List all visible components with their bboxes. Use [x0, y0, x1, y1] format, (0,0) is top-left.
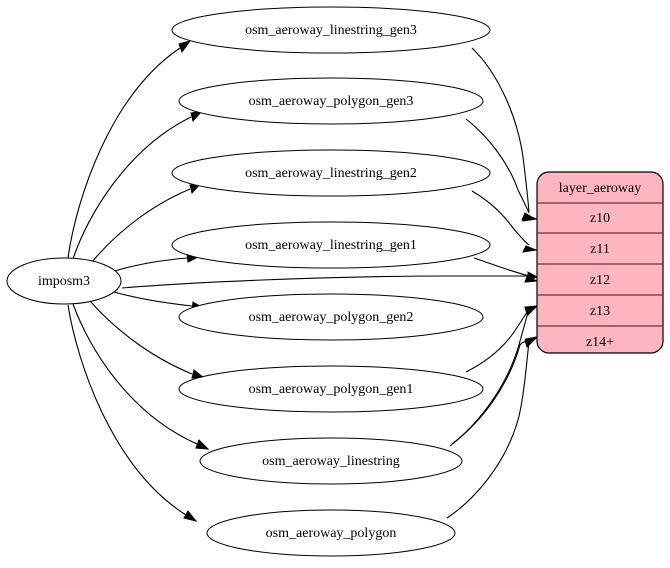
- node-ellipse[interactable]: [178, 365, 484, 413]
- node-label: osm_aeroway_polygon_gen3: [249, 94, 414, 109]
- node-imposm3[interactable]: imposm3: [6, 257, 122, 305]
- table-row-z13-label[interactable]: z13: [590, 304, 610, 319]
- node-osm-aeroway-linestring-gen1[interactable]: osm_aeroway_linestring_gen1: [171, 221, 491, 269]
- node-ellipse[interactable]: [206, 509, 456, 557]
- node-label: osm_aeroway_linestring_gen3: [245, 23, 417, 38]
- node-osm-aeroway-polygon-gen1[interactable]: osm_aeroway_polygon_gen1: [178, 365, 484, 413]
- node-ellipse[interactable]: [199, 437, 463, 485]
- table-header-label: layer_aeroway: [559, 181, 641, 196]
- edges-source-to-tables: [67, 40, 210, 522]
- node-ellipse[interactable]: [171, 6, 491, 54]
- node-label: osm_aeroway_linestring: [262, 454, 400, 469]
- node-osm-aeroway-polygon-gen2[interactable]: osm_aeroway_polygon_gen2: [178, 293, 484, 341]
- edge-polygon-gen2-to-z12: [121, 271, 539, 289]
- node-ellipse[interactable]: [178, 77, 484, 125]
- edge-linestring-extra-to-z14: [451, 336, 539, 445]
- table-row-z12-label[interactable]: z12: [590, 273, 610, 288]
- table-row-z14plus-label[interactable]: z14+: [586, 335, 614, 350]
- node-osm-aeroway-linestring-gen2[interactable]: osm_aeroway_linestring_gen2: [171, 149, 491, 197]
- imposm3-label: imposm3: [38, 274, 90, 289]
- edge-imposm3-to-polygon-gen3: [72, 110, 204, 260]
- node-label: osm_aeroway_polygon: [266, 526, 397, 541]
- imposm3-ellipse[interactable]: [6, 257, 122, 305]
- node-ellipse[interactable]: [178, 293, 484, 341]
- node-label: osm_aeroway_polygon_gen2: [249, 310, 414, 325]
- edge-polygon-to-z14: [446, 336, 538, 519]
- node-osm-aeroway-polygon-gen3[interactable]: osm_aeroway_polygon_gen3: [178, 77, 484, 125]
- edge-imposm3-to-polygon-gen2: [113, 291, 205, 311]
- node-label: osm_aeroway_polygon_gen1: [249, 382, 414, 397]
- node-osm-aeroway-linestring-gen3[interactable]: osm_aeroway_linestring_gen3: [171, 6, 491, 54]
- node-label: osm_aeroway_linestring_gen2: [245, 166, 417, 181]
- edge-imposm3-to-polygon: [67, 304, 198, 522]
- edge-imposm3-to-linestring-gen1: [114, 253, 200, 272]
- table-row-z10-label[interactable]: z10: [590, 211, 610, 226]
- node-layer-aeroway-table[interactable]: layer_aeroway z10 z11 z12 z13 z14+: [536, 171, 664, 354]
- edge-imposm3-to-polygon-gen1: [89, 300, 206, 379]
- edge-imposm3-to-linestring-gen3: [67, 40, 192, 259]
- edge-polygon-gen3-to-z10: [465, 118, 538, 222]
- edge-imposm3-to-linestring: [72, 303, 210, 450]
- table-body[interactable]: [536, 171, 664, 354]
- edge-linestring-gen3-to-z10: [471, 47, 537, 221]
- node-ellipse[interactable]: [171, 149, 491, 197]
- node-osm-aeroway-linestring[interactable]: osm_aeroway_linestring: [199, 437, 463, 485]
- node-ellipse[interactable]: [171, 221, 491, 269]
- table-row-z11-label[interactable]: z11: [590, 242, 610, 257]
- node-osm-aeroway-polygon[interactable]: osm_aeroway_polygon: [206, 509, 456, 557]
- node-label: osm_aeroway_linestring_gen1: [245, 238, 417, 253]
- edges-tables-to-layer: [121, 47, 539, 519]
- edge-linestring-gen2-to-z11: [471, 190, 538, 253]
